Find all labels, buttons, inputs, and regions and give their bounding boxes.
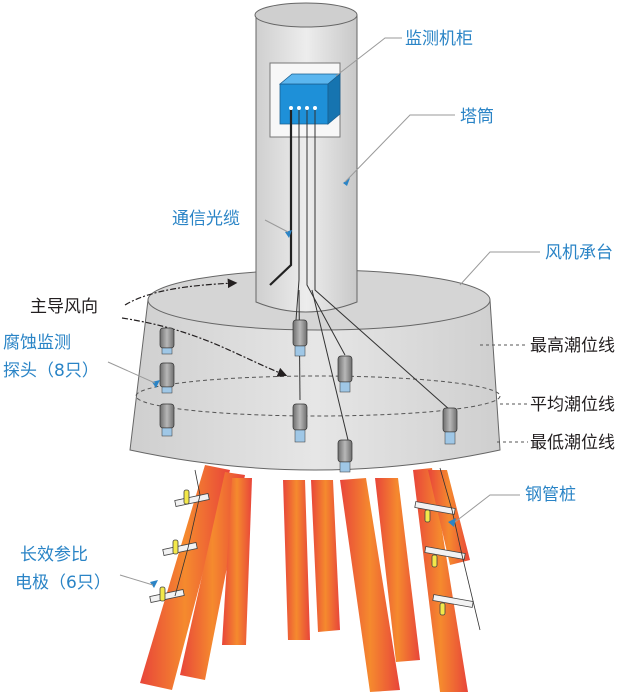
electrode-cable (174, 469, 201, 597)
corrosion-probe (442, 407, 458, 445)
probe-label-line2: 探头（8只） (3, 361, 99, 381)
corrosion-probe (337, 355, 353, 393)
electrode-clamp (424, 546, 466, 560)
pile (140, 465, 230, 690)
electrode-tip (431, 554, 438, 568)
cap-label: 风机承台 (545, 243, 613, 263)
tide-leaders (480, 344, 528, 443)
pile-label: 钢管桩 (525, 485, 576, 505)
high-tide-label: 最高潮位线 (530, 336, 615, 356)
low-tide-label: 最低潮位线 (530, 433, 615, 453)
corrosion-probe (292, 319, 308, 357)
pile (222, 478, 252, 645)
corrosion-probes (159, 319, 458, 473)
pile (375, 478, 420, 662)
electrode-tip (439, 602, 446, 616)
wind-arrow (124, 278, 238, 306)
electrode-clamp (432, 594, 474, 608)
cabinet-front (279, 83, 329, 125)
corrosion-probe (159, 362, 175, 394)
tower (254, 2, 358, 313)
tower-top (254, 2, 358, 28)
fiber-label: 通信光缆 (172, 209, 240, 229)
leader-lines (107, 37, 540, 586)
tower-leader (344, 114, 455, 183)
wind-label: 主导风向 (30, 297, 98, 317)
reference-electrodes (149, 467, 481, 631)
pile (428, 470, 470, 565)
pile-leader (454, 494, 520, 523)
electrode-label-line1: 长效参比 (20, 545, 88, 565)
electrode-leader (119, 574, 154, 586)
electrode-tip (172, 539, 179, 555)
pointer-arrows (150, 178, 456, 588)
electrode-cable (439, 467, 481, 631)
mean-tide-label: 平均潮位线 (530, 395, 615, 415)
fiber-pointer-icon (285, 230, 292, 238)
signal-cable (311, 289, 349, 441)
wind-arrow (121, 317, 288, 377)
monitoring-cabinet (278, 73, 342, 125)
cabinet-label: 监测机柜 (405, 29, 473, 49)
signal-cable (306, 110, 346, 356)
signal-cable (314, 110, 451, 411)
corrosion-probe (292, 403, 308, 443)
tower-label: 塔筒 (460, 107, 494, 127)
cabinet-port (305, 106, 309, 110)
electrode-clamp (174, 493, 210, 507)
corrosion-probe (159, 327, 175, 355)
probe-leader (107, 361, 156, 384)
pile (180, 472, 245, 680)
electrode-pointer-icon (150, 580, 158, 588)
pile-pointer-icon (448, 518, 456, 527)
electrode-tip (424, 509, 431, 523)
electrode-label-line2: 电极（6只） (15, 573, 111, 593)
pile (340, 478, 400, 692)
corrosion-probe (337, 439, 353, 473)
labels: 监测机柜 塔筒 通信光缆 风机承台 主导风向 腐蚀监测 探头（8只） 最高潮位线… (3, 29, 615, 593)
fiber-cable (269, 110, 293, 286)
pile (413, 468, 468, 692)
cap-leader (459, 251, 540, 286)
steel-piles (140, 465, 470, 692)
pile (283, 480, 310, 640)
cap-body (129, 299, 501, 471)
electrode-clamp (414, 501, 456, 515)
tower-pointer-icon (343, 178, 350, 186)
tower-cables (269, 110, 451, 441)
electrode-tip (159, 586, 166, 602)
cabinet-port (297, 106, 301, 110)
electrode-tip (183, 489, 190, 505)
fiber-leader (264, 219, 289, 233)
pile (311, 480, 340, 632)
corrosion-probe (159, 403, 175, 437)
cabinet-port (313, 106, 317, 110)
cabinet-port (289, 106, 293, 110)
mean-tide-ellipse (135, 375, 501, 417)
probe-pointer-icon (152, 380, 160, 388)
probe-label-line1: 腐蚀监测 (3, 333, 71, 353)
cabinet-side (327, 73, 341, 125)
wind-arrows (121, 278, 288, 377)
signal-cable (295, 110, 300, 321)
cabinet-leader (335, 37, 402, 77)
